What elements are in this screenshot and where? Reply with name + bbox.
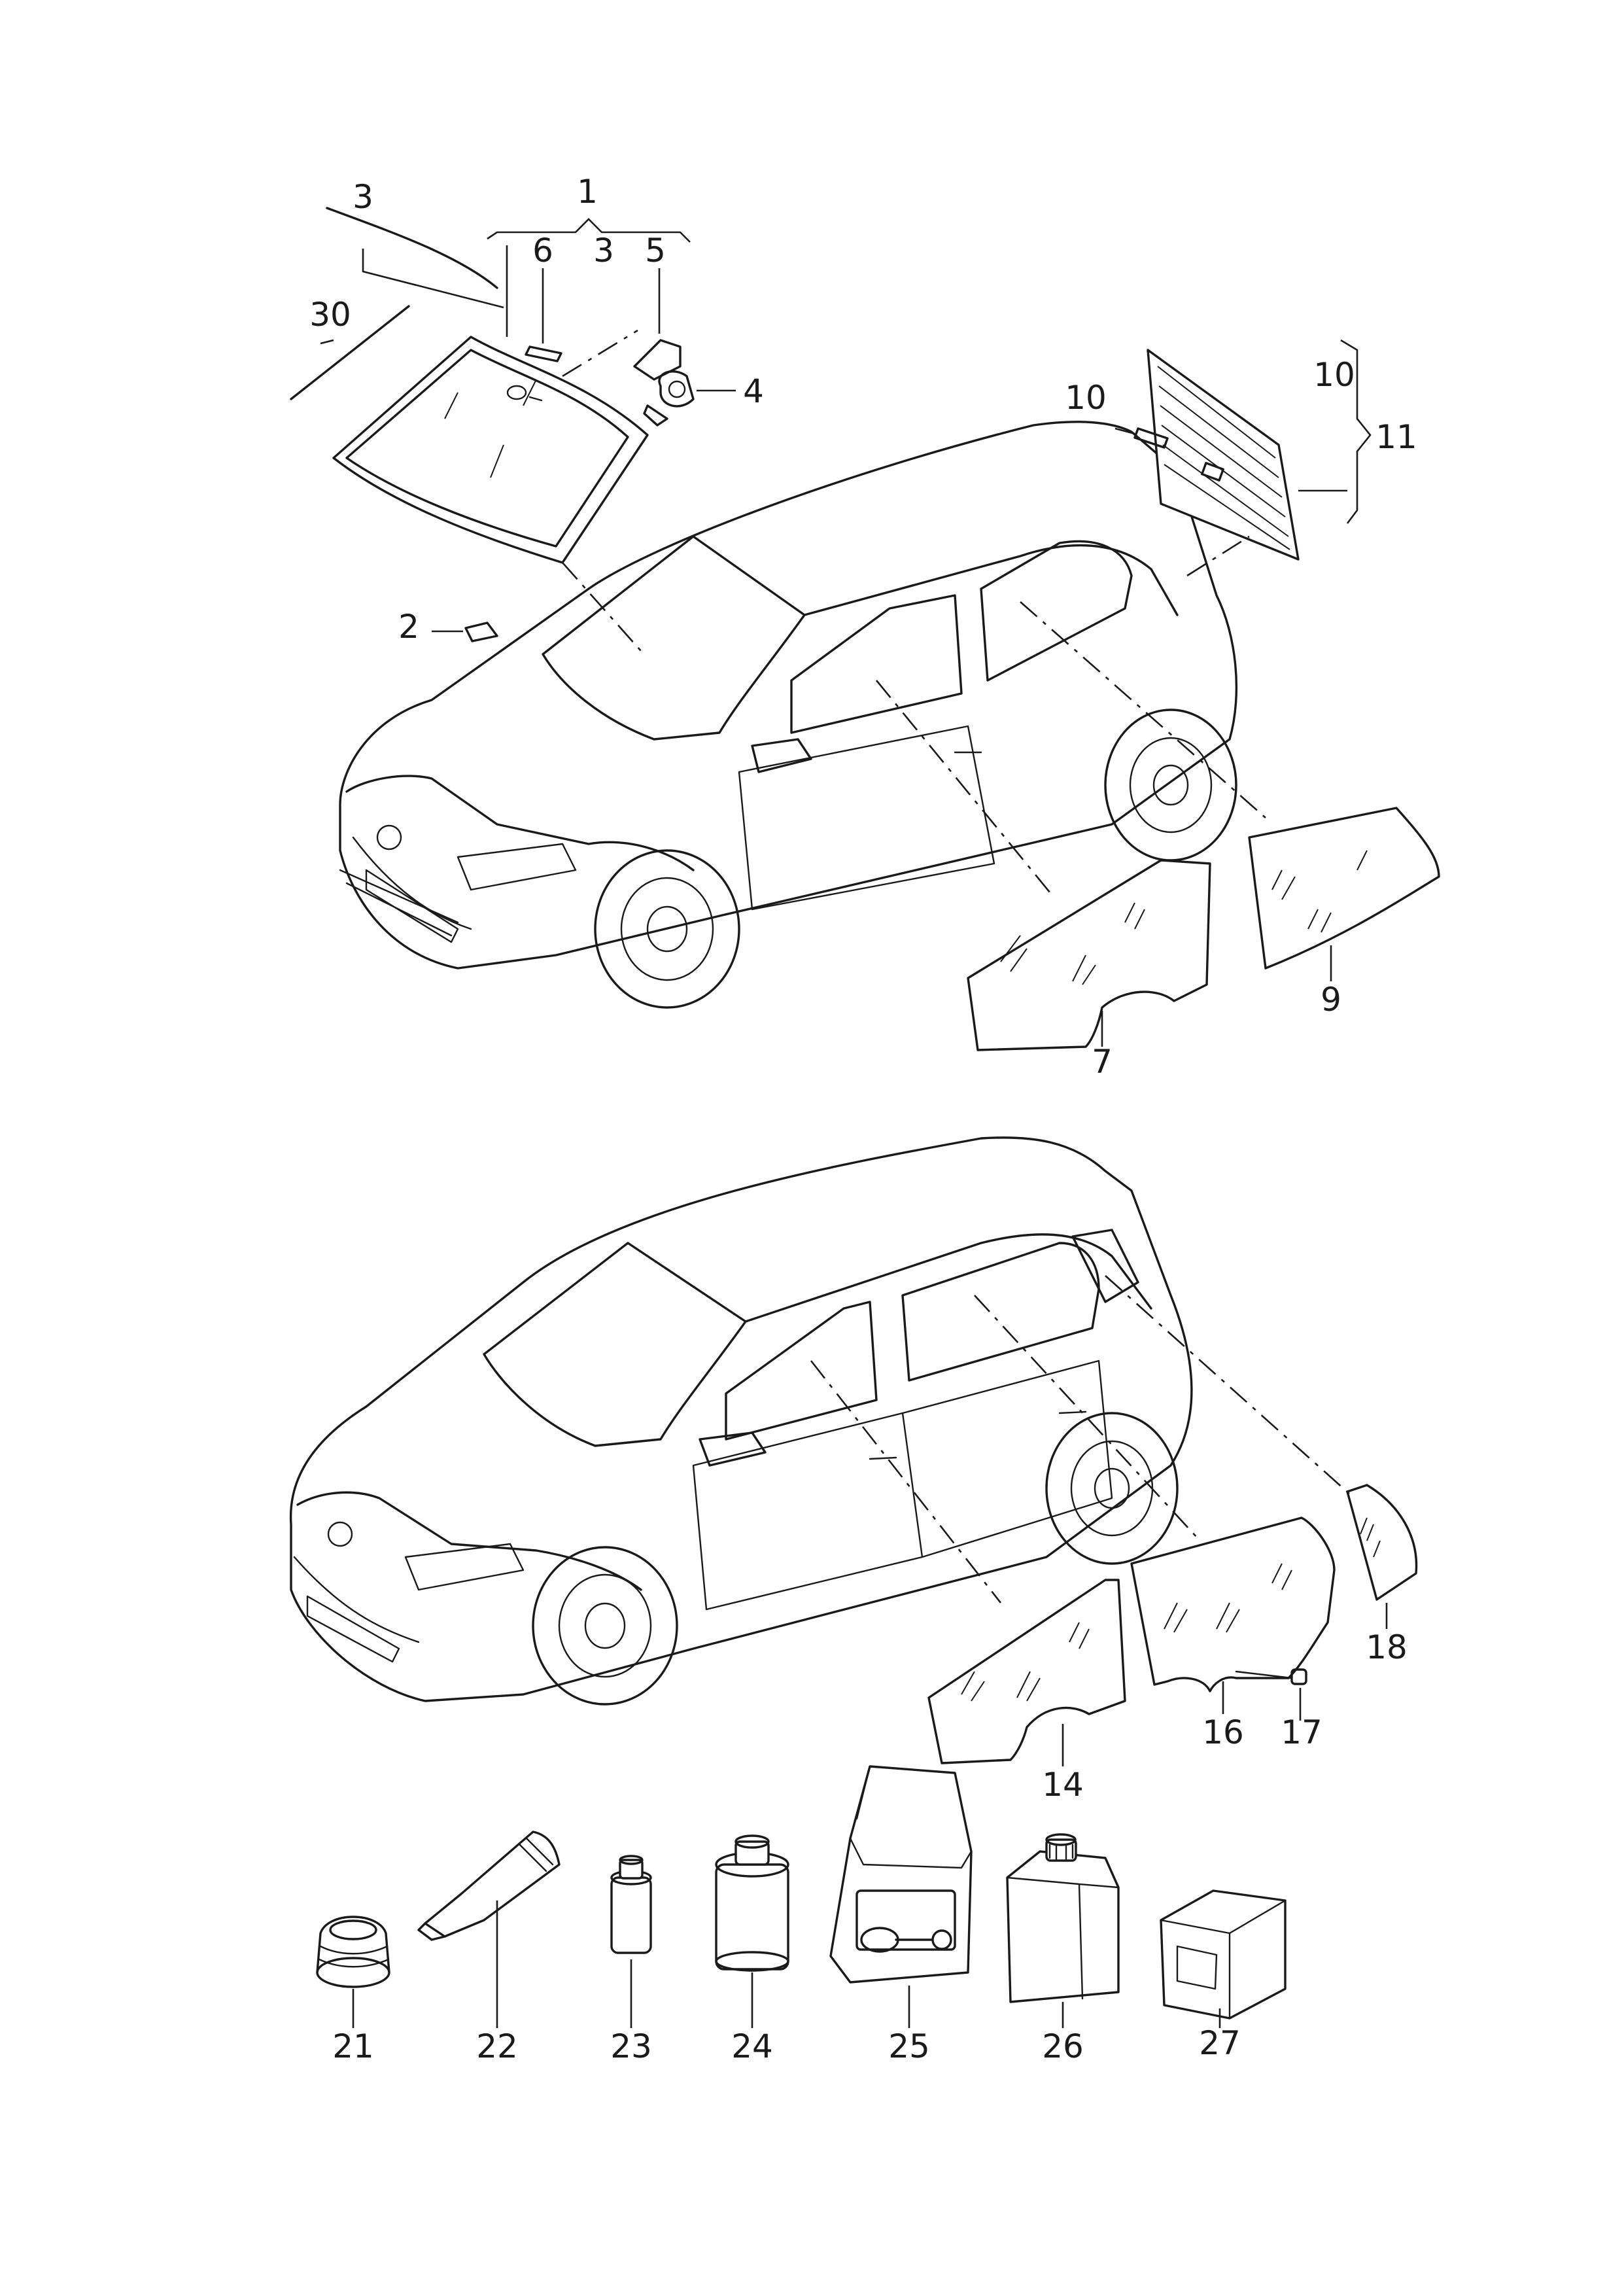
callout-22: 22 (476, 2027, 518, 2065)
bracket-1 (487, 218, 691, 243)
part-22-tube (417, 1831, 561, 1941)
callout-14: 14 (1042, 1766, 1084, 1804)
bracket-11 (1340, 339, 1372, 524)
part-7-door-glass (967, 859, 1211, 1051)
callout-25: 25 (888, 2027, 930, 2065)
part-26-canister (1006, 1833, 1120, 2003)
callout-2: 2 (398, 608, 419, 646)
part-17-bolt (1235, 1668, 1307, 1685)
callout-5: 5 (645, 232, 666, 270)
callout-23: 23 (610, 2027, 652, 2065)
callout-18: 18 (1366, 1628, 1408, 1666)
callout-11: 11 (1375, 418, 1417, 456)
callout-26: 26 (1042, 2027, 1084, 2065)
callout-16: 16 (1202, 1713, 1244, 1751)
callout-9: 9 (1321, 981, 1341, 1019)
part-21-ring (316, 1916, 390, 1988)
part-23-bottle (610, 1855, 652, 1954)
part-18-quarter-glass (1346, 1484, 1418, 1601)
callout-4: 4 (743, 372, 764, 410)
part-14-front-door-glass (927, 1579, 1126, 1764)
part-10-clip (1133, 427, 1169, 449)
callout-6: 6 (532, 232, 553, 270)
part-3-strip (326, 207, 498, 289)
part-16-rear-door-glass (1130, 1516, 1336, 1692)
car-3-door (339, 421, 1238, 1009)
part-2-clip (464, 622, 498, 642)
callout-21: 21 (332, 2027, 374, 2065)
part-27-box (1160, 1889, 1287, 2020)
part-30-trim (290, 305, 410, 400)
part-9-quarter-glass (1248, 807, 1440, 970)
callout-3a: 3 (353, 178, 373, 216)
part-4-5-sensor (633, 339, 695, 427)
callout-24: 24 (731, 2027, 773, 2065)
part-25-kit-bag (829, 1765, 973, 1984)
callout-1: 1 (577, 173, 598, 211)
part-1-windscreen (332, 336, 649, 564)
callout-10b: 10 (1313, 356, 1355, 394)
callout-27: 27 (1199, 2024, 1241, 2062)
callout-17: 17 (1281, 1713, 1322, 1751)
part-11-rear-window (1147, 349, 1300, 561)
callout-30: 30 (309, 296, 351, 334)
callout-10a: 10 (1065, 379, 1107, 417)
callout-3b: 3 (593, 232, 614, 270)
part-24-can (715, 1834, 789, 1972)
car-5-door (289, 1136, 1193, 1706)
callout-7: 7 (1092, 1043, 1113, 1081)
part-6-pad (525, 345, 562, 362)
